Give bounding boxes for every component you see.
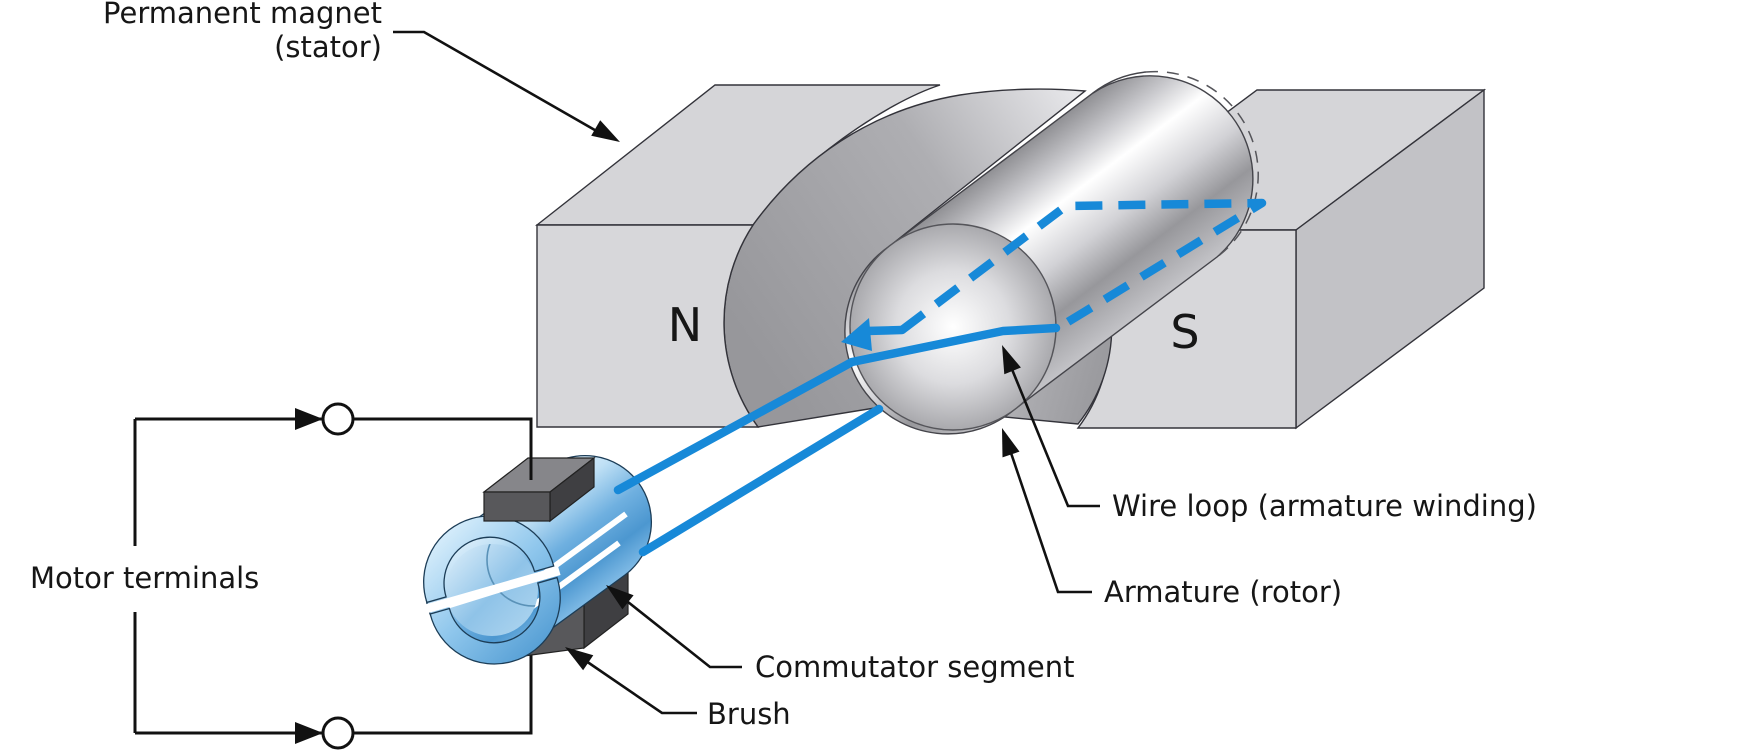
armature-arrowhead [1002, 428, 1020, 458]
commutator-front-gap [423, 566, 561, 614]
stator-arrowhead [591, 120, 620, 142]
stator-leader-line [393, 30, 601, 135]
labels: Permanent magnet (stator) Motor terminal… [30, 0, 1537, 731]
leader-arrows [393, 30, 1100, 715]
commutator-arrowhead [606, 585, 634, 610]
brush-arrowhead [565, 647, 594, 671]
current-arrow-top [295, 408, 323, 430]
brush-label: Brush [707, 697, 791, 731]
armature-label: Armature (rotor) [1104, 575, 1342, 609]
commutator-leader-line [627, 600, 742, 669]
armature-rear-rim-visible [1092, 71, 1147, 94]
brush-top-front-face [483, 491, 551, 522]
stator-label-line2: (stator) [274, 30, 382, 64]
s-pole-letter: S [1170, 305, 1199, 359]
wire-loop-front-lead-lower [638, 404, 884, 557]
wire-loop [613, 198, 1267, 557]
n-magnet: N [534, 84, 1087, 428]
commutator-segment-label: Commutator segment [755, 650, 1074, 684]
wire-loop-hidden-side [899, 198, 1267, 334]
brush-top [482, 456, 596, 523]
stator-label-line1: Permanent magnet [103, 0, 382, 30]
wire-direction-arrow [841, 318, 872, 351]
wire-loop-arrowhead [1002, 345, 1021, 375]
commutator-assembly [423, 430, 653, 665]
armature-leader-line [1008, 449, 1092, 594]
wire-loop-front-lead-upper [613, 323, 1061, 495]
terminal-bottom [321, 716, 355, 750]
terminal-circuit [133, 402, 533, 750]
terminal-top [321, 402, 355, 436]
circuit-bottom-wire-right [353, 650, 533, 735]
n-pole-letter: N [668, 298, 702, 352]
armature-rear-rim-hidden [1145, 70, 1259, 258]
motor-terminals-label: Motor terminals [30, 561, 259, 595]
commutator-segment-lower [429, 576, 561, 665]
wire-loop-leader-line [1007, 361, 1100, 508]
current-arrow-bottom [295, 722, 323, 744]
bore-rear-rim [486, 544, 538, 607]
wire-loop-label: Wire loop (armature winding) [1112, 489, 1537, 523]
brush-leader-line [585, 659, 697, 715]
wire-loop-front-bar [861, 325, 907, 336]
